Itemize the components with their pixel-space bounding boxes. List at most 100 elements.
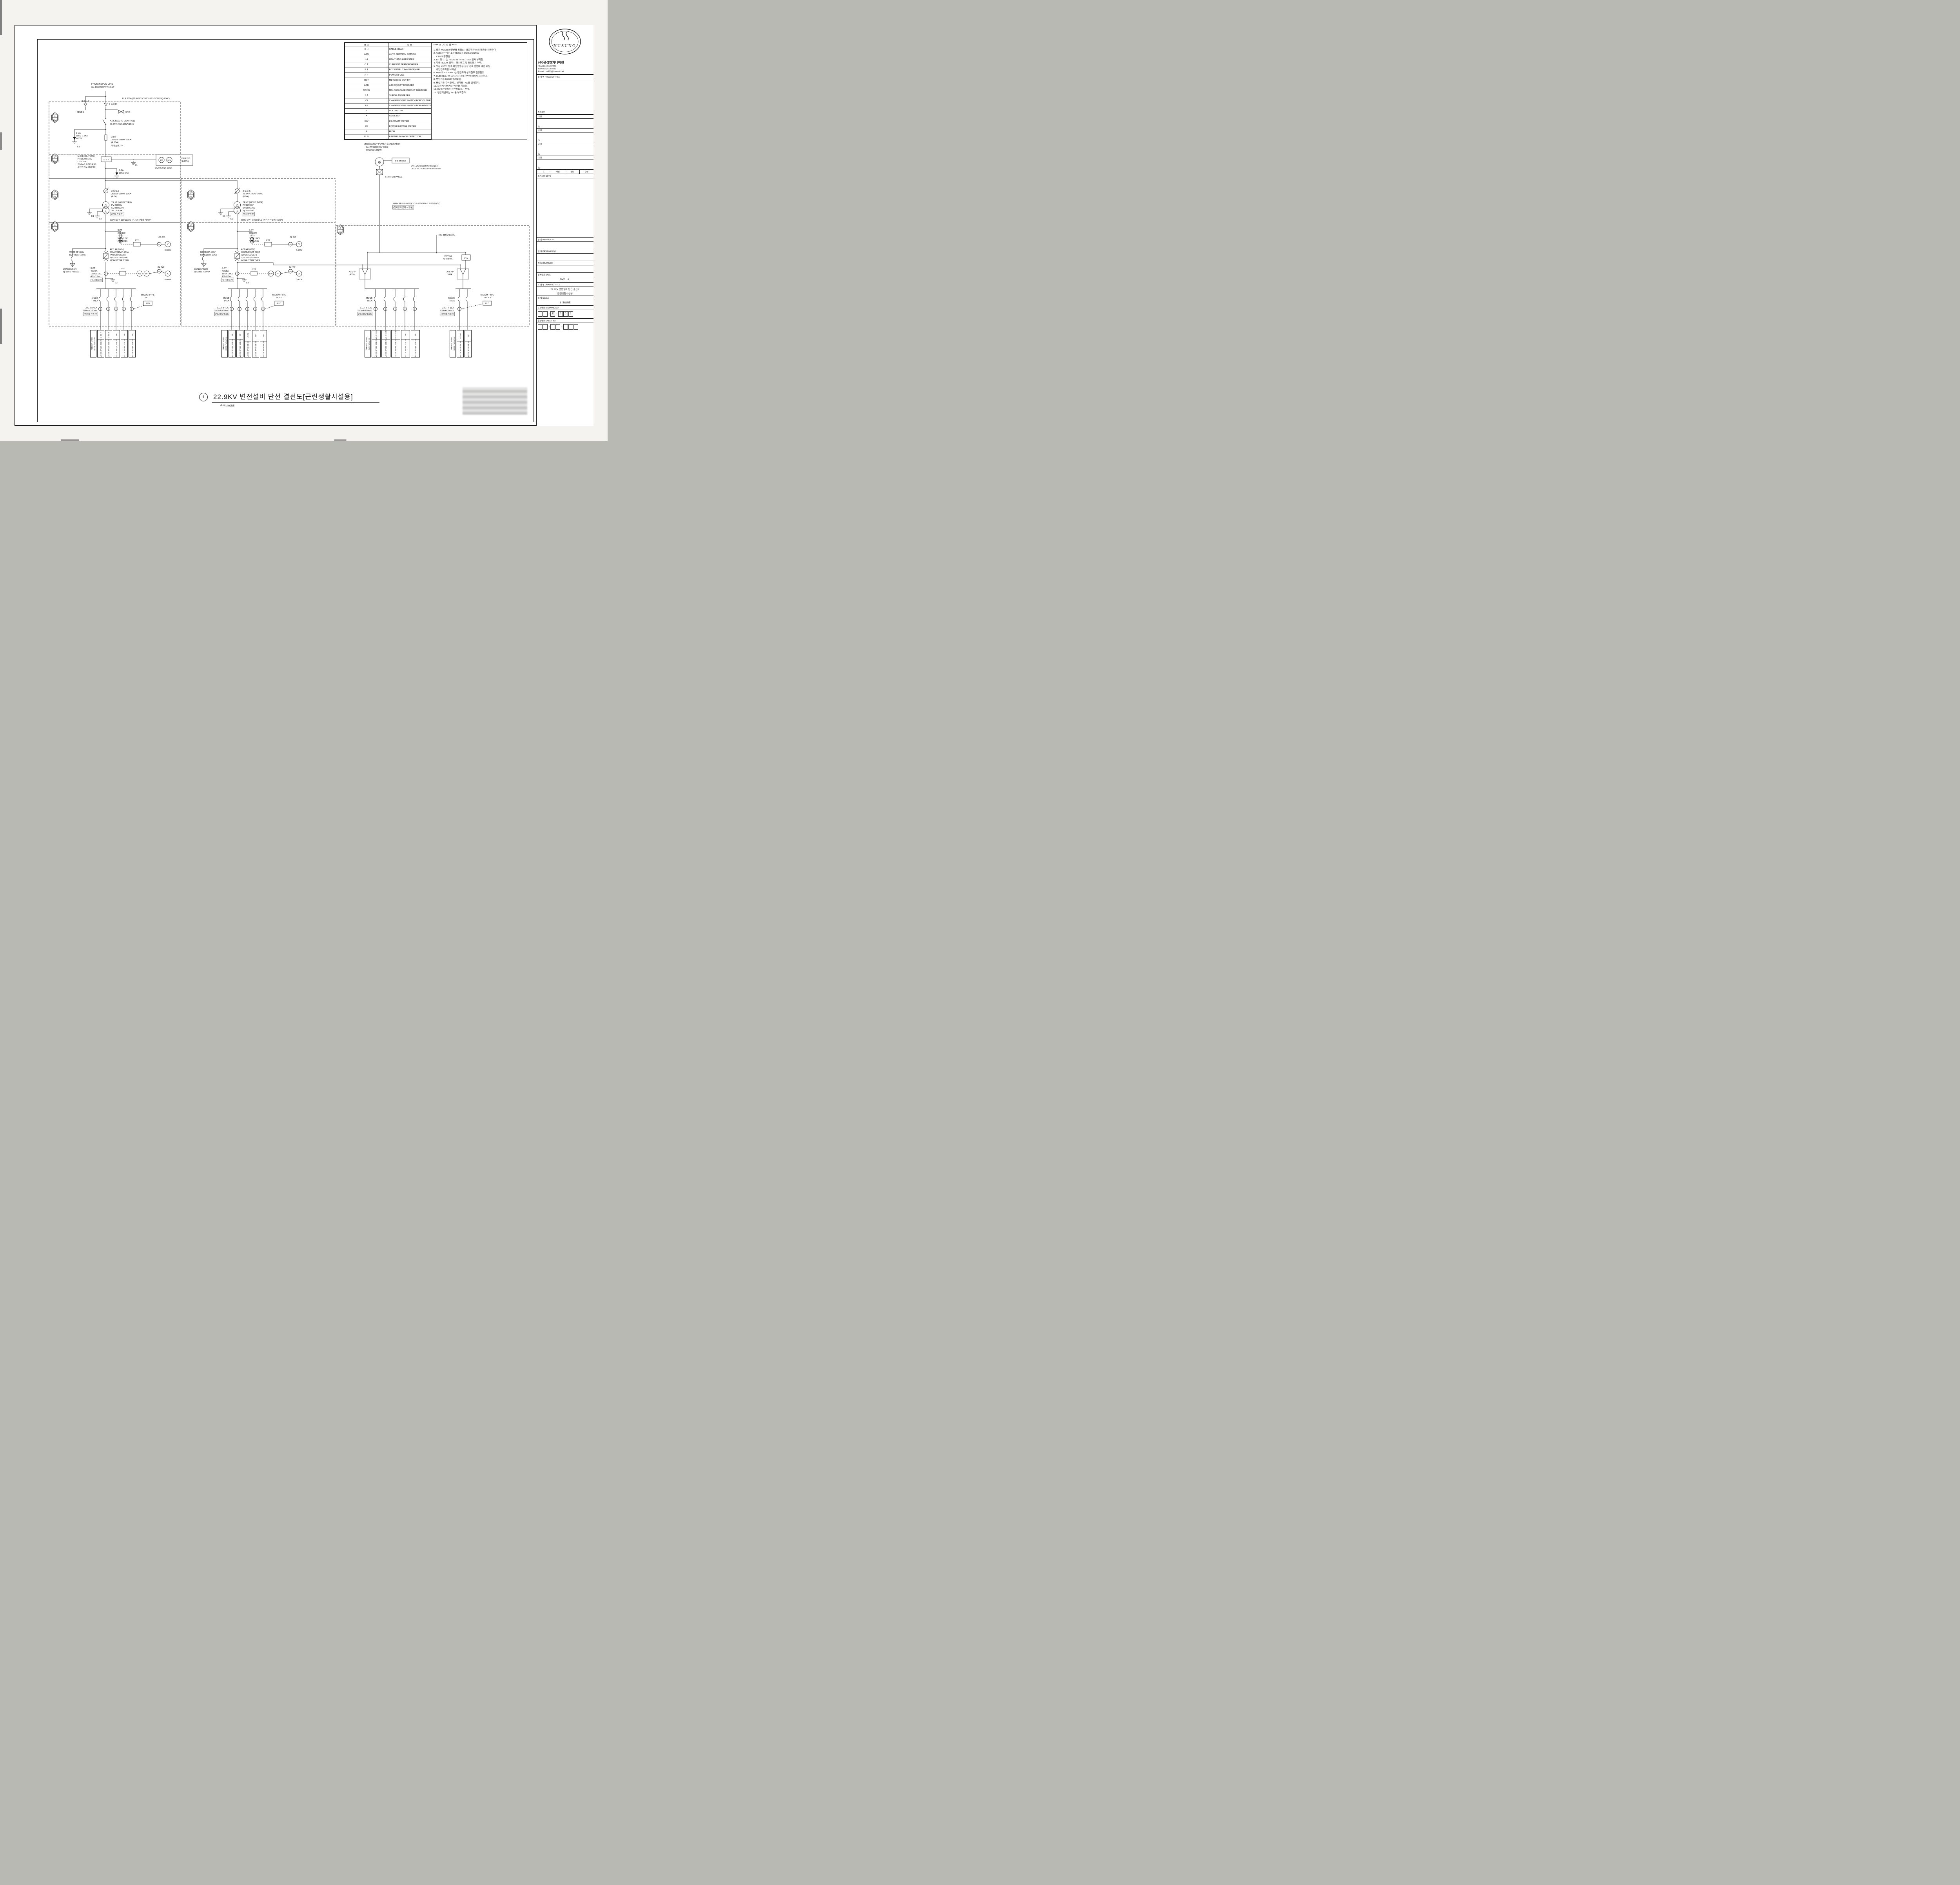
legend-cell: V xyxy=(345,108,388,114)
legend-cell: MOLDED CASE CIRCUIT BREAKER xyxy=(388,87,432,93)
label-box xyxy=(83,312,98,316)
revision-triangle-icon: △ xyxy=(538,139,540,142)
feeder-spec-text: MCCB 3P 50 50 10 xyxy=(247,341,249,357)
legend-cell: METERING OUT-FIT xyxy=(388,77,432,83)
cell-separator: - xyxy=(561,325,563,328)
panel-tag: 2TR xyxy=(187,189,194,200)
legend-cell: PF xyxy=(345,123,388,129)
label-box xyxy=(90,278,103,282)
note-line: 12. 변압기반에는 TIC를 부착한다. xyxy=(434,91,466,94)
diagram-label: KW xyxy=(138,273,141,275)
feeder-spec: MCCB 3P 225 225 25 xyxy=(113,339,120,357)
designed-by-label: 설 계 DESIGNED BY xyxy=(537,249,593,254)
feeder-spec: MCCB 3P 100 100 25 xyxy=(382,339,390,357)
legend-cell: AUTO SECTION SWITCH xyxy=(388,52,432,58)
svg-text:1: 1 xyxy=(54,115,56,118)
diagram-label: (W/OCR,OCGR) xyxy=(110,254,126,256)
legend-cell: LIGHTNING ARRESTER xyxy=(388,57,432,63)
drawing-title-label: 도 면 명 DRAWING TITLE xyxy=(537,282,593,287)
approved-by-label: 승 인 REVISON BY xyxy=(537,237,593,242)
approved-by-area xyxy=(537,242,593,249)
diagram-label: PV:22900V xyxy=(243,204,254,207)
note-line: 5. 모든 기기의 정격 차단용량은 공장 선로 전압에 대한 대칭 xyxy=(434,65,490,68)
notes-title: **** 주 기 사 항 **** xyxy=(434,44,457,47)
diagram-label: KW xyxy=(269,273,272,275)
diagram-label: VARM xyxy=(167,160,171,161)
diagram-label: PF xyxy=(277,273,279,275)
legend-cell: CHANGE OVER SWITCH FOR VOLTMETER xyxy=(388,98,432,104)
diagram-label: 15VA 1.0CL xyxy=(91,273,102,275)
revision-history: 내 용△내 용△내 용△내 용△ xyxy=(537,114,593,169)
diagram-label: MCCB xyxy=(92,297,98,299)
feeder-name-text: SP xyxy=(262,334,265,337)
feeder-header-name: FEEDER NAME xyxy=(365,337,368,350)
diagram-label: MCCB 3P 460V xyxy=(200,251,216,254)
diagram-label: CONDENSER xyxy=(63,268,76,270)
sheet-no-label: 일련번호 SHEET NO xyxy=(537,318,593,323)
feeder-spec-text: MCCB 3P 100 100 25 xyxy=(395,339,397,357)
diagram-label: E1 xyxy=(91,215,94,218)
diagram-label: TR #1 (MOLD TYPE) xyxy=(111,201,132,204)
note-line: 4. 각종 RELAY 동작시 표시램프 및 경보장치 부착. xyxy=(434,62,482,65)
notes-list: 1. 모든 MCCB(변전반용 포함)는 표준형 이상의 제품을 사용한다.2.… xyxy=(434,49,525,94)
diagram-label: (F:15A) xyxy=(111,142,119,144)
feeder-spec-text: MCCB 3P 100 100 25 xyxy=(414,339,416,357)
feeder-name-text: L-S-#2 xyxy=(247,333,249,339)
diagram-label: SUPPLY xyxy=(181,160,189,163)
diagram-label: 3-LA xyxy=(76,132,81,134)
diagram-label: 25.8KV 100AF 10KA xyxy=(111,193,131,195)
legend-cell: EARTH LEAKAGE DETECTOR xyxy=(388,134,432,140)
feeder-name: SP xyxy=(129,330,135,339)
revision-row: △ xyxy=(537,119,593,128)
diagram-label: 125KVA/100KW xyxy=(366,149,382,152)
diagram-label: 3φ 4W xyxy=(289,266,296,269)
feeder-drops xyxy=(98,289,468,330)
feeder-spec-text: MCCB 3P 50 50 10 xyxy=(254,341,257,357)
feeder-name: SP xyxy=(411,330,419,339)
diagram-label: V xyxy=(298,243,300,246)
diagram-label: 25.8KV 100AF 10KA xyxy=(243,193,263,195)
diagram-label: ATS 4P xyxy=(446,271,454,273)
control-wiring xyxy=(108,159,483,309)
diagram-label: 200mA/100mV xyxy=(358,310,372,312)
legend-cell: CHANGE OVER SWITCH FOR AMMETER xyxy=(388,103,432,109)
diagram-label: 3-C.O.S xyxy=(111,190,119,192)
feeder-spec-text: MCCB 3P 225 225 25 xyxy=(115,339,118,357)
diagram-label: 200mA/100mV xyxy=(214,310,229,312)
svg-text:2: 2 xyxy=(190,224,192,227)
diagram-label: 3-VD xyxy=(125,111,131,114)
diagram-label: WHM xyxy=(464,257,468,259)
diagram-label: Z.C.T x 1EA xyxy=(442,307,454,309)
approval-col: 작성 xyxy=(551,170,565,174)
diagram-label: 3φ 380V 7.5KVA xyxy=(194,271,210,273)
feeder-header-name: FEEDER NAME xyxy=(222,337,225,350)
revision-row: △ xyxy=(537,146,593,156)
diagram-label: 380/190 xyxy=(118,232,125,234)
diagram-label: 400A xyxy=(350,274,355,276)
legend-cell: ELD xyxy=(345,134,388,140)
company-block: YUSUNG (주)유성엔지니어링 TEL:(031)918-8090 FAX:… xyxy=(537,25,593,74)
diagram-label: 0-400A xyxy=(165,279,171,281)
diagram-label: EMERGENCY POWER GENERATOR xyxy=(364,143,401,145)
diagram-label: 3-C.H.D xyxy=(82,100,89,103)
diagram-label: (케이블관통형) xyxy=(84,312,97,316)
svg-text:LV: LV xyxy=(190,229,192,231)
feeder-spec: MCCB 3P 100 100 25 xyxy=(129,339,135,357)
note-line: 11. HV-1판넬에는 한전상표시기 부착. xyxy=(434,88,470,91)
diagram-label: MICOM TYPE xyxy=(141,294,155,296)
diagram-label: CTT xyxy=(252,269,256,271)
diagram-label: 과전류강도 150배수 xyxy=(78,165,96,169)
legend-cell: P T xyxy=(345,67,388,73)
feeder-header-spec: MCCB P AF/AT KA xyxy=(453,337,455,351)
svg-text:HV: HV xyxy=(53,120,56,122)
number-cell xyxy=(555,324,561,330)
diagram-label: x2EA xyxy=(450,300,455,302)
diagram-label: 3φ 150KVA xyxy=(111,210,122,212)
